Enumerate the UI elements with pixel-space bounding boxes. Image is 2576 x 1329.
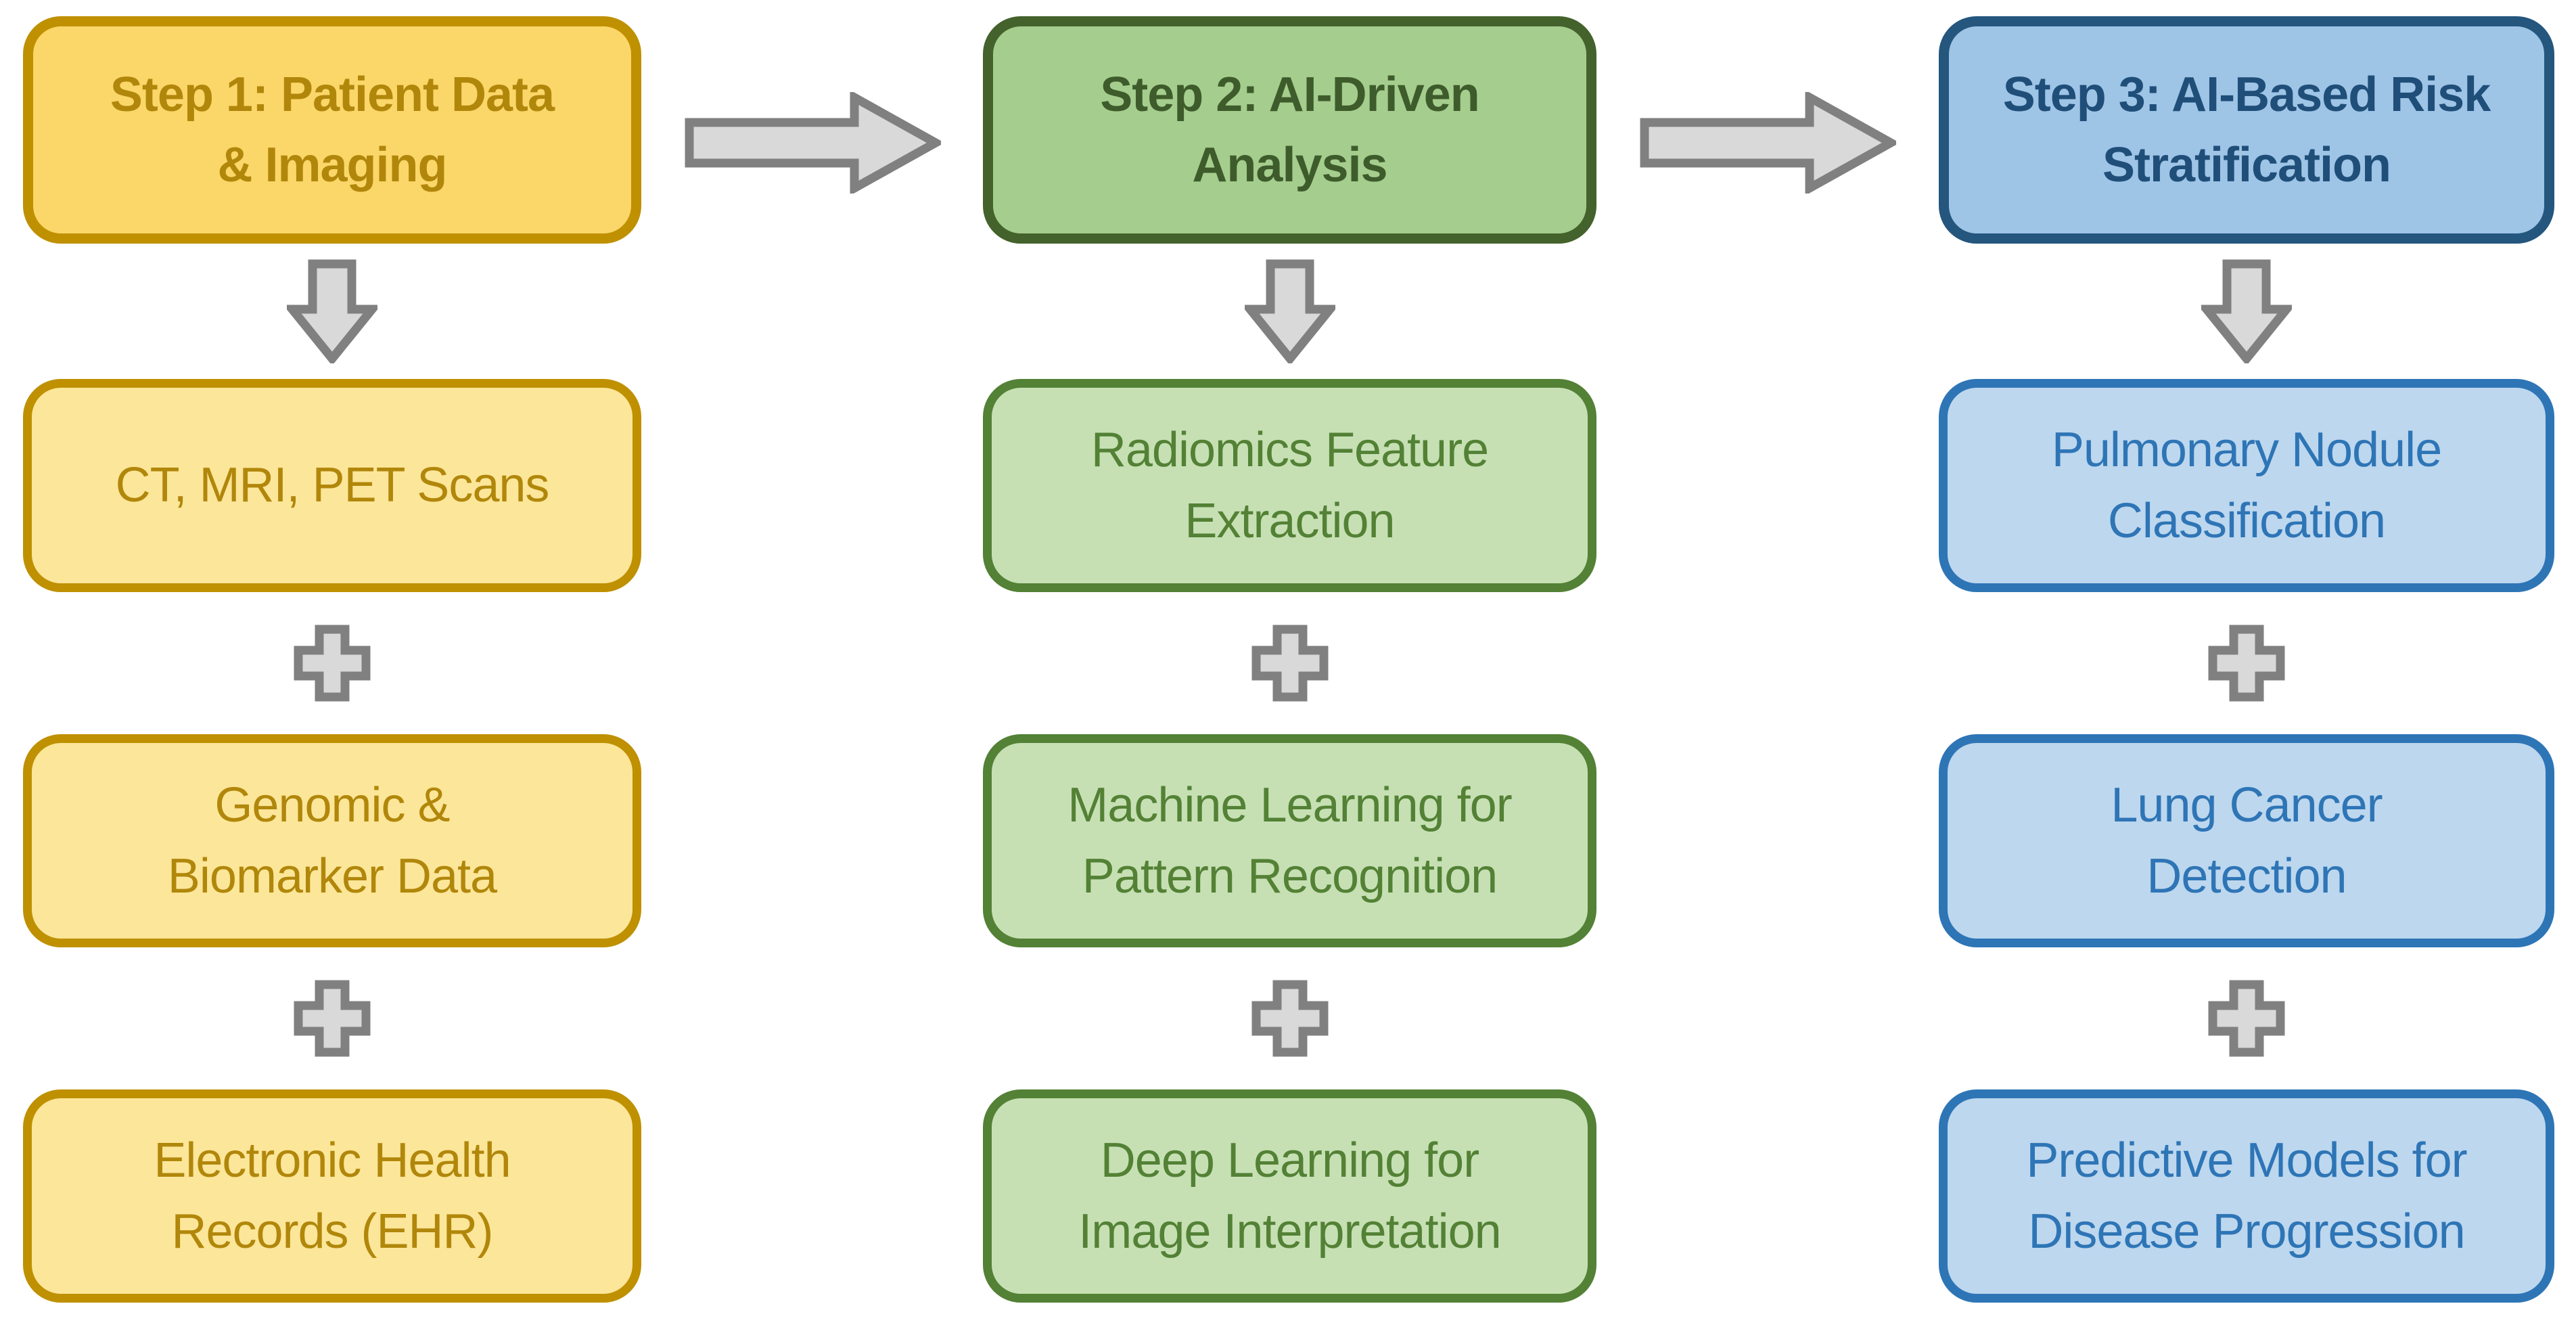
- box-step1-header: Step 1: Patient Data & Imaging: [23, 16, 641, 244]
- down-arrow-icon: [1245, 259, 1335, 363]
- box-label: Deep Learning for: [1100, 1133, 1479, 1188]
- box-label: Machine Learning for: [1067, 778, 1512, 833]
- box-label: Analysis: [1192, 138, 1387, 192]
- step2-down-connector: [983, 244, 1596, 379]
- right-arrow-icon: [1639, 92, 1896, 194]
- box-predictive-models-disease-progression: Predictive Models for Disease Progressio…: [1939, 1089, 2554, 1303]
- step3-plus-connector-1: [1939, 592, 2554, 734]
- right-arrow-icon: [684, 92, 941, 194]
- box-lung-cancer-detection: Lung Cancer Detection: [1939, 734, 2554, 947]
- box-machine-learning-pattern-recognition: Machine Learning for Pattern Recognition: [983, 734, 1596, 947]
- step1-plus-connector-2: [23, 947, 641, 1089]
- step3-plus-connector-2: [1939, 947, 2554, 1089]
- connector-step1-step2: [641, 16, 983, 1329]
- box-label: Records (EHR): [171, 1204, 493, 1259]
- column-step3-risk-stratification: Step 3: AI-Based Risk Stratification Pul…: [1939, 16, 2554, 1329]
- plus-icon: [294, 625, 371, 702]
- box-label: CT, MRI, PET Scans: [115, 458, 550, 513]
- box-label: Extraction: [1184, 493, 1395, 548]
- box-label: Pulmonary Nodule: [2051, 423, 2442, 478]
- box-label: Image Interpretation: [1078, 1204, 1501, 1259]
- column-step2-ai-analysis: Step 2: AI-Driven Analysis Radiomics Fea…: [983, 16, 1596, 1329]
- box-label: Stratification: [2102, 138, 2391, 192]
- box-label: Step 2: AI-Driven: [1100, 67, 1479, 122]
- plus-icon: [1251, 980, 1329, 1057]
- step2-plus-connector-2: [983, 947, 1596, 1089]
- box-genomic-biomarker-data: Genomic & Biomarker Data: [23, 734, 641, 947]
- box-ct-mri-pet-scans: CT, MRI, PET Scans: [23, 379, 641, 592]
- plus-icon: [2208, 625, 2285, 702]
- box-label: Lung Cancer: [2111, 778, 2383, 833]
- box-radiomics-feature-extraction: Radiomics Feature Extraction: [983, 379, 1596, 592]
- box-label: Disease Progression: [2028, 1204, 2465, 1259]
- plus-icon: [1251, 625, 1329, 702]
- box-label: Step 1: Patient Data: [110, 67, 555, 122]
- step1-plus-connector-1: [23, 592, 641, 734]
- box-step2-header: Step 2: AI-Driven Analysis: [983, 16, 1596, 244]
- box-label: Classification: [2107, 493, 2386, 548]
- box-label: Pattern Recognition: [1082, 849, 1498, 903]
- connector-step2-step3: [1596, 16, 1939, 1329]
- step1-down-connector: [23, 244, 641, 379]
- box-label: Predictive Models for: [2026, 1133, 2467, 1188]
- box-step3-header: Step 3: AI-Based Risk Stratification: [1939, 16, 2554, 244]
- box-label: Biomarker Data: [167, 849, 497, 903]
- box-deep-learning-image-interpretation: Deep Learning for Image Interpretation: [983, 1089, 1596, 1303]
- box-label: Electronic Health: [154, 1133, 511, 1188]
- box-label: Step 3: AI-Based Risk: [2002, 67, 2491, 122]
- box-label: Radiomics Feature: [1090, 423, 1489, 478]
- step3-down-connector: [1939, 244, 2554, 379]
- down-arrow-icon: [2201, 259, 2292, 363]
- box-pulmonary-nodule-classification: Pulmonary Nodule Classification: [1939, 379, 2554, 592]
- down-arrow-icon: [287, 259, 377, 363]
- box-label: Detection: [2146, 849, 2347, 903]
- box-electronic-health-records: Electronic Health Records (EHR): [23, 1089, 641, 1303]
- plus-icon: [294, 980, 371, 1057]
- box-label: Genomic &: [214, 778, 450, 833]
- box-label: & Imaging: [217, 138, 447, 192]
- plus-icon: [2208, 980, 2285, 1057]
- column-step1-patient-data: Step 1: Patient Data & Imaging CT, MRI, …: [23, 16, 641, 1329]
- connector-arrow-wrap: [641, 16, 983, 244]
- step2-plus-connector-1: [983, 592, 1596, 734]
- connector-arrow-wrap: [1596, 16, 1939, 244]
